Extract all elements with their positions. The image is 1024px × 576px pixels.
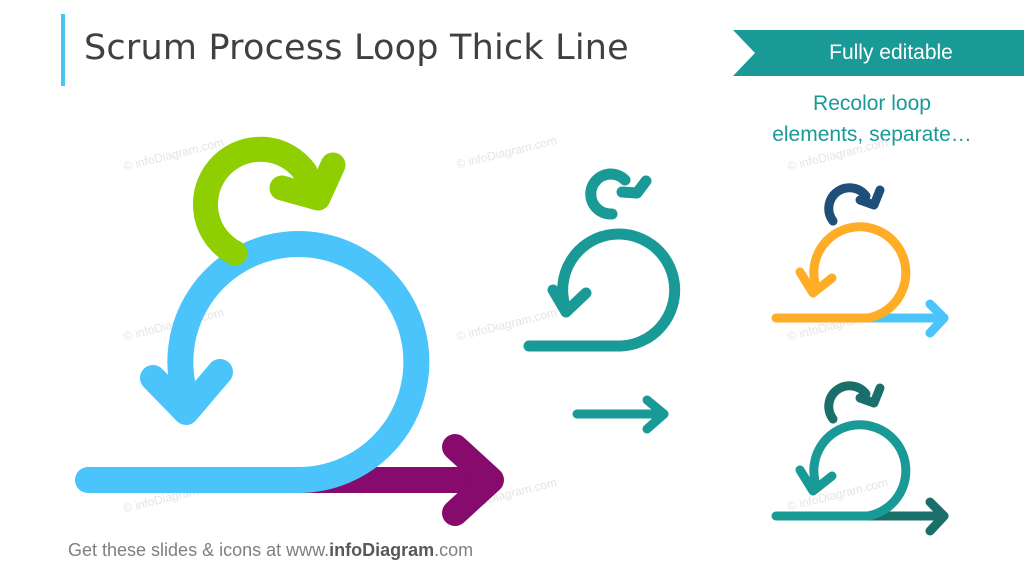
note-line-1: Recolor loop	[813, 92, 931, 115]
footer-brand: infoDiagram	[329, 540, 435, 560]
medium-scrum-loop-icon	[523, 168, 681, 352]
arrow-right-icon	[572, 395, 669, 434]
badge-label: Fully editable	[829, 41, 953, 64]
recolor-note: Recolor loop elements, separate…	[752, 88, 992, 150]
recolored-loop-1-icon	[771, 183, 949, 338]
recolored-1-main-loop	[771, 222, 911, 323]
page-title: Scrum Process Loop Thick Line	[84, 28, 629, 68]
recolored-loop-2-icon	[771, 381, 949, 536]
recolored-1-small-loop	[824, 183, 885, 226]
footer-prefix: Get these slides & icons at www.	[68, 540, 330, 560]
large-blue-loop	[75, 231, 430, 494]
footer-credit: Get these slides & icons at www.infoDiag…	[68, 540, 473, 561]
recolored-2-main-loop	[771, 420, 911, 521]
large-green-loop	[192, 136, 346, 266]
note-line-2: elements, separate…	[772, 123, 972, 146]
ribbon-shape	[733, 30, 1024, 76]
large-scrum-loop-icon	[75, 136, 504, 526]
fully-editable-badge: Fully editable	[733, 30, 1024, 76]
recolored-2-small-loop	[824, 381, 885, 424]
title-accent-bar	[61, 14, 65, 86]
footer-suffix: .com	[434, 540, 474, 560]
